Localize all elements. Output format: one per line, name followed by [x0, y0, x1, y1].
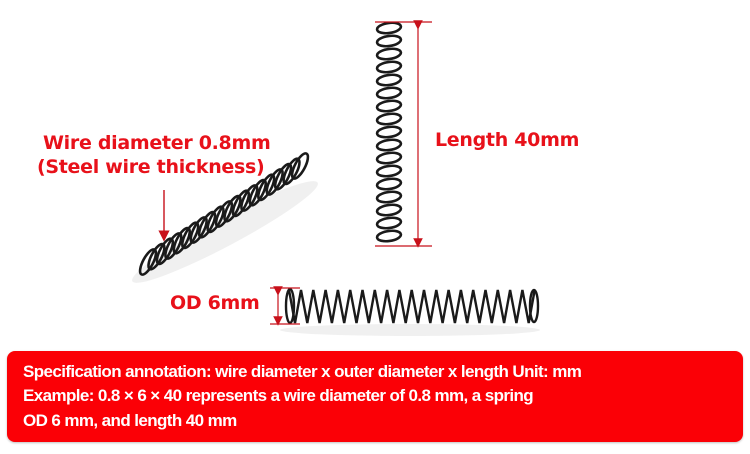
specification-banner: Specification annotation: wire diameter … — [7, 351, 743, 442]
od-dimension — [270, 286, 300, 326]
wire-thickness-label: (Steel wire thickness) — [37, 156, 265, 178]
horizontal-spring — [280, 287, 540, 336]
specification-line-3: OD 6 mm, and length 40 mm — [23, 411, 237, 430]
length-label: Length 40mm — [435, 129, 580, 151]
outer-diameter-label: OD 6mm — [170, 292, 260, 314]
wire-diameter-label: Wire diameter 0.8mm — [43, 132, 271, 154]
length-dimension — [375, 20, 432, 248]
vertical-spring — [375, 21, 403, 243]
diagonal-spring — [132, 152, 318, 283]
specification-line-2: Example: 0.8 × 6 × 40 represents a wire … — [23, 386, 534, 405]
specification-line-1: Specification annotation: wire diameter … — [23, 362, 582, 381]
